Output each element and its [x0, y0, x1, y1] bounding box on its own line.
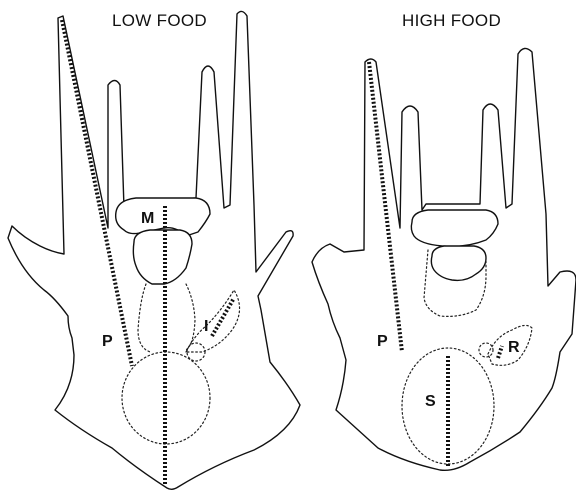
- high-food-title: HIGH FOOD: [402, 11, 501, 30]
- low-food-label-I: I: [204, 318, 208, 335]
- high-food-label-R: R: [508, 339, 520, 356]
- low-food-panel: LOW FOOD P M I: [8, 11, 300, 489]
- low-food-title: LOW FOOD: [112, 11, 207, 30]
- high-food-panel: HIGH FOOD P S R: [312, 11, 576, 470]
- high-food-upper-flap: [411, 210, 498, 246]
- high-food-label-S: S: [425, 393, 436, 410]
- low-food-label-P: P: [102, 333, 113, 350]
- high-food-label-P: P: [377, 333, 388, 350]
- low-food-label-M: M: [141, 210, 154, 227]
